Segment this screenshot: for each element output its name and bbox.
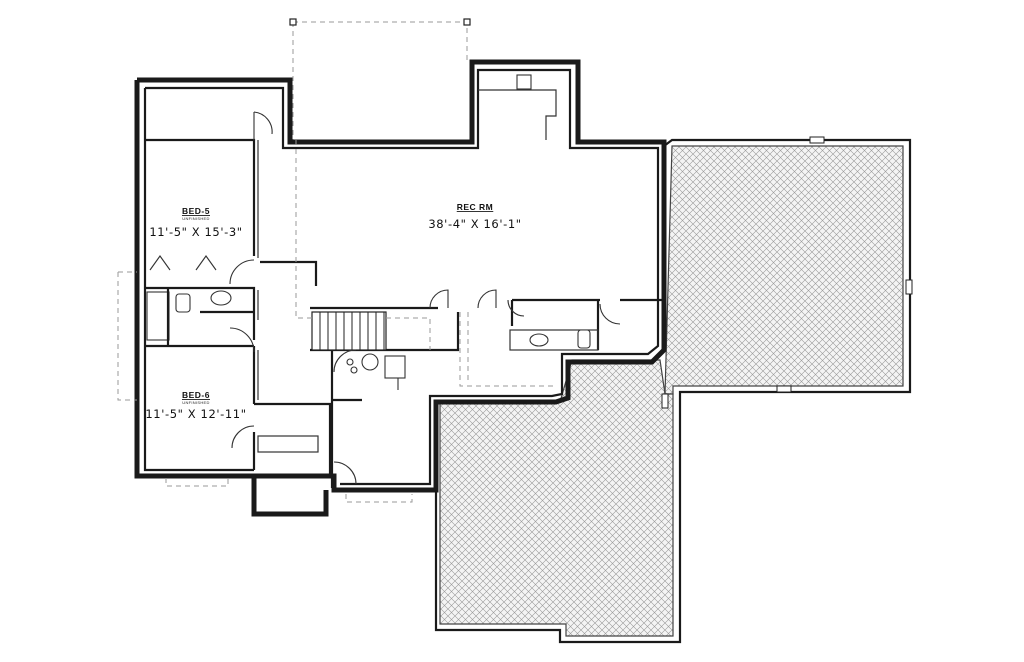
patio-hatch-right [664,145,904,395]
room-dim-rec: 38'-4" X 16'-1" [428,217,521,231]
dashed-stoop [165,478,413,503]
upper-projection-dashed [292,21,468,140]
water-heater [361,353,379,371]
label-bed-6: BED-6 UNFINISHED 11'-5" X 12'-11" [145,390,246,421]
closet-bed6 [257,435,319,453]
bar-counter [509,329,599,351]
right-outer-wall [434,138,912,644]
door-exterior [333,461,357,485]
hall-walls [260,260,460,488]
toilet [175,293,191,313]
patio-post-3 [809,136,825,144]
door-bath-right [507,299,525,317]
door-mech [333,349,357,373]
room-dim-bed6: 11'-5" X 12'-11" [145,407,246,421]
room-dim-bed5: 11'-5" X 15'-3" [149,225,242,239]
bath-wall [166,288,254,346]
door-rec-1 [429,289,449,309]
bathtub [146,291,170,341]
patio-post-1 [776,385,792,393]
utility-fixture-1 [346,358,354,366]
room-note-bed6: UNFINISHED [182,400,209,405]
door-bed5-closet [229,259,255,285]
door-bar [599,303,621,325]
dashed-soffit [117,140,556,401]
sink-bath [210,290,232,306]
door-bed6 [231,425,255,449]
stair-rail [386,317,431,350]
room-name-bed6: BED-6 [182,390,210,400]
patio-post-4 [905,279,913,295]
door-rec-2 [477,289,497,309]
post-right [463,18,471,26]
bed6-walls [252,346,332,476]
utility-fixture-2 [350,366,358,374]
room-name-rec: REC RM [457,202,494,212]
exterior-wall [134,59,667,517]
closet-marker [149,255,217,271]
post-left [289,18,297,26]
door-bath [229,327,255,353]
label-bed-5: BED-5 UNFINISHED 11'-5" X 15'-3" [149,206,242,239]
chimney-box [516,74,532,90]
patio-post-2 [661,393,669,409]
nook-wall [478,89,557,140]
staircase [311,311,387,351]
sink-bar [529,333,549,347]
room-name-bed5: BED-5 [182,206,210,216]
exterior-wall-inner-line [143,68,660,486]
toilet-2 [577,329,591,349]
door-bed5 [253,111,273,140]
room-note-bed5: UNFINISHED [182,216,209,221]
furnace [384,355,406,379]
label-rec-rm: REC RM 38'-4" X 16'-1" [428,202,521,231]
bar-walls [510,298,664,350]
